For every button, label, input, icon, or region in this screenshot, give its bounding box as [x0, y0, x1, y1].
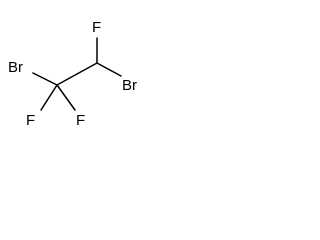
bond-c1-f-bottom-right [56, 84, 76, 111]
bond-c1-f-bottom-left [40, 84, 58, 111]
bond-c2-br-right [96, 62, 122, 77]
atom-f-bottom-right: F [76, 112, 85, 129]
bond-c1-c2 [56, 62, 98, 86]
atom-br-right: Br [122, 77, 137, 94]
structural-formula: F Br Br F F [8, 19, 137, 129]
bond-c1-br-left [32, 72, 58, 86]
atom-f-top: F [92, 19, 101, 36]
atom-br-left: Br [8, 59, 23, 76]
atom-f-bottom-left: F [26, 112, 35, 129]
